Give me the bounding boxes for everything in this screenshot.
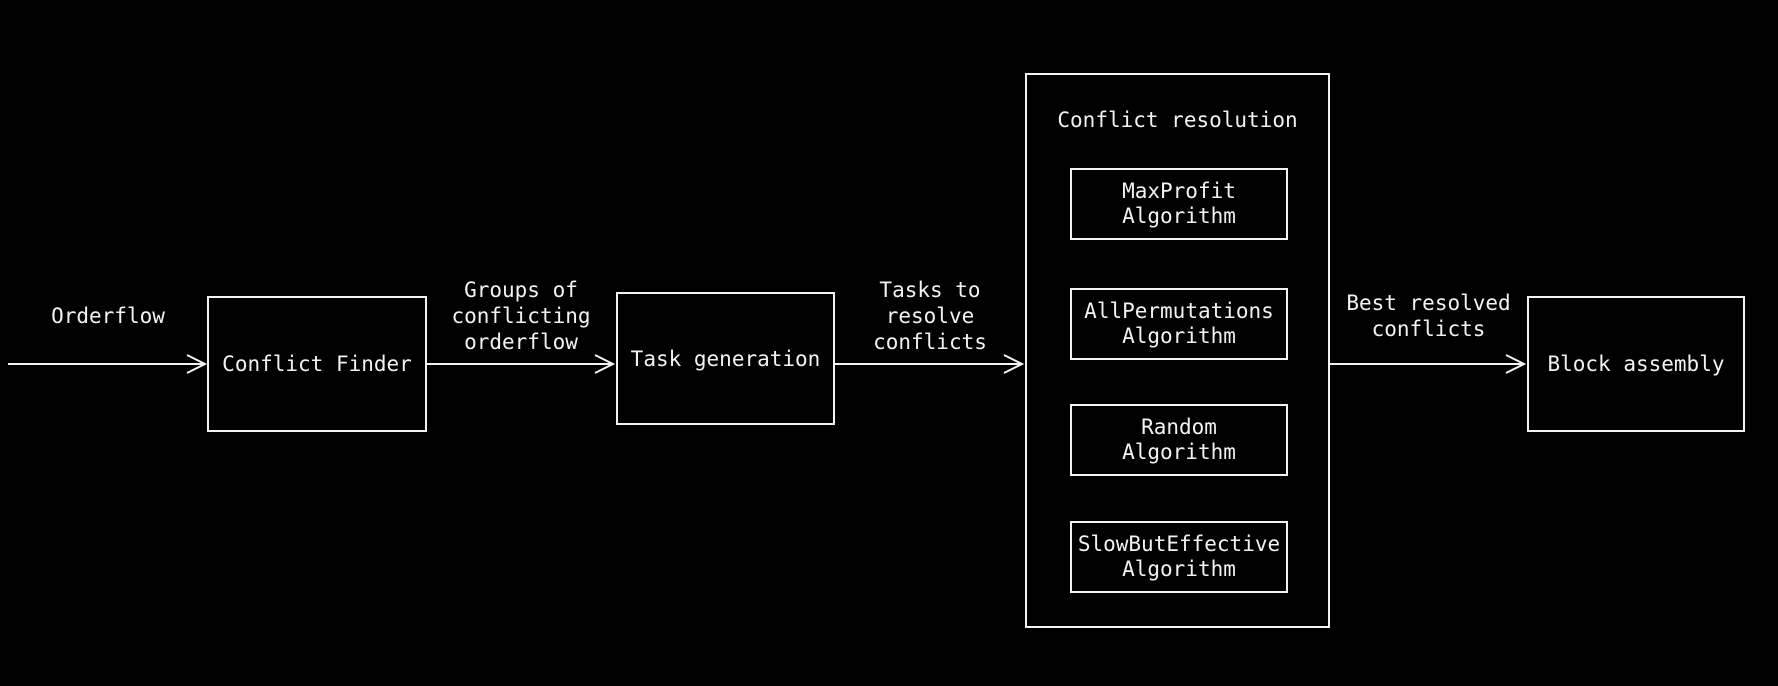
edge-label-tasks-to-resolve-conflicts: Tasks to resolve conflicts	[873, 278, 987, 354]
edge-label-best-resolved-conflicts: Best resolved conflicts	[1346, 291, 1511, 341]
node-slowbuteffective-algorithm: SlowButEffective Algorithm	[1070, 521, 1288, 593]
arrow-conflict-finder-to-task-generation	[427, 354, 616, 374]
arrow-task-generation-to-conflict-resolution	[835, 354, 1025, 374]
node-allpermutations-algorithm: AllPermutations Algorithm	[1070, 288, 1288, 360]
node-random-algorithm: Random Algorithm	[1070, 404, 1288, 476]
arrow-conflict-resolution-to-block-assembly	[1330, 354, 1527, 374]
node-task-generation: Task generation	[616, 292, 835, 425]
conflict-resolution-title: Conflict resolution	[1057, 108, 1298, 132]
node-conflict-finder: Conflict Finder	[207, 296, 427, 432]
edge-label-orderflow: Orderflow	[51, 304, 165, 328]
node-maxprofit-algorithm: MaxProfit Algorithm	[1070, 168, 1288, 240]
node-conflict-resolution: Conflict resolution MaxProfit Algorithm …	[1025, 73, 1330, 628]
node-block-assembly: Block assembly	[1527, 296, 1745, 432]
edge-label-groups-of-conflicting-orderflow: Groups of conflicting orderflow	[451, 278, 591, 354]
arrow-orderflow-to-conflict-finder	[8, 354, 208, 374]
